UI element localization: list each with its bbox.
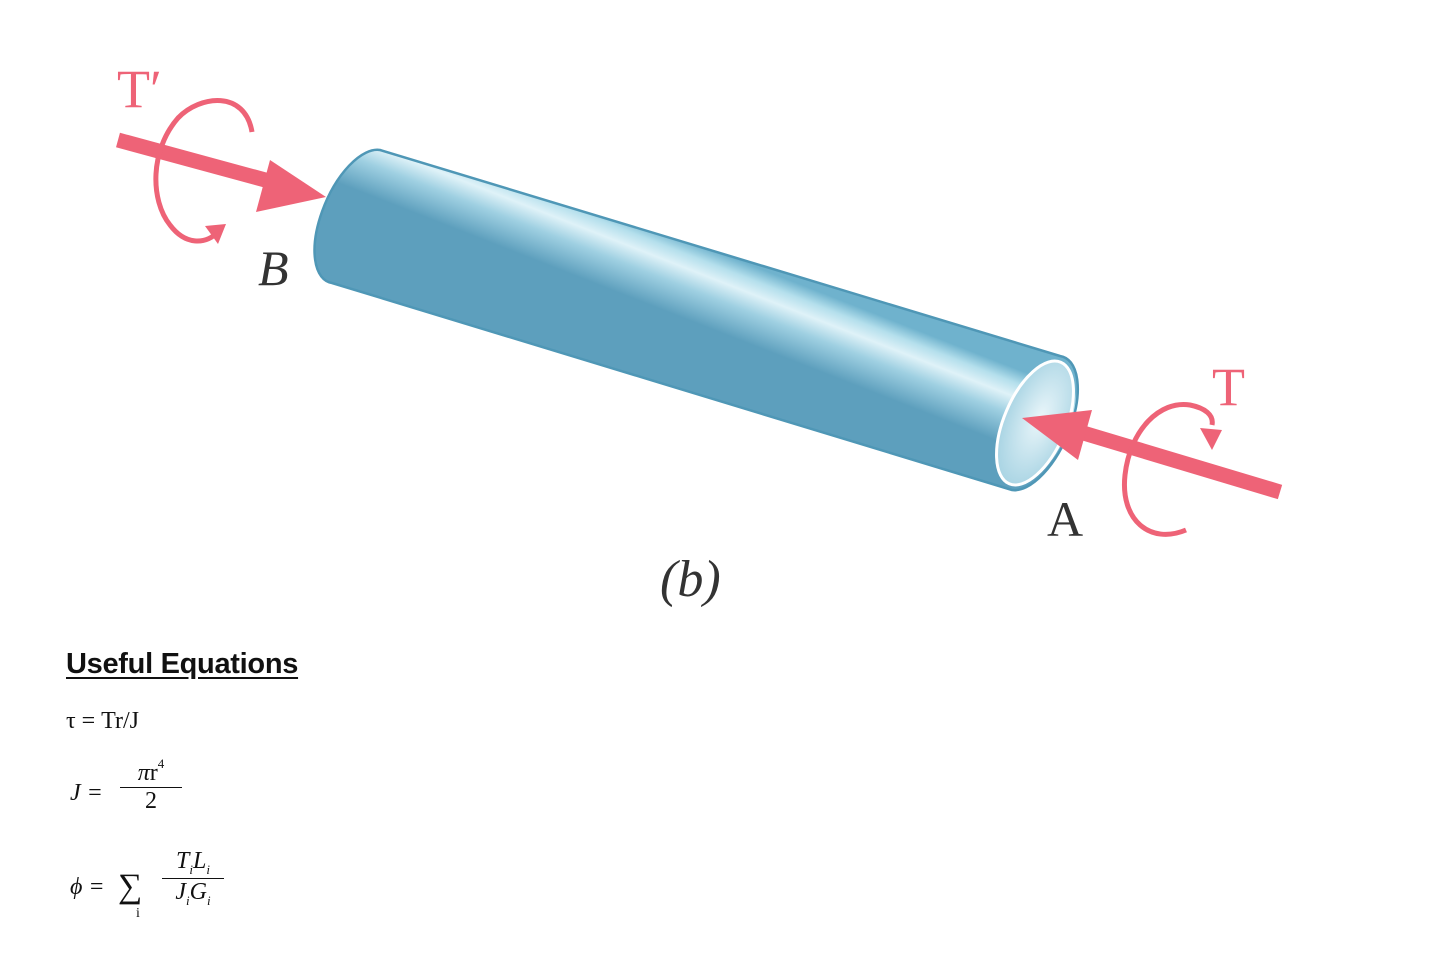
shear-modulus-symbol: G	[189, 879, 207, 905]
torque-symbol: T	[176, 848, 190, 874]
twist-fraction: TiLi JiGi	[162, 848, 224, 909]
subscript: i	[186, 893, 190, 908]
shaft-torsion-diagram: T′ T B A (b)	[116, 59, 1283, 608]
polar-moment-fraction: πr4 2	[120, 756, 182, 815]
subscript: i	[207, 893, 211, 908]
torque-label-left: T′	[117, 59, 162, 119]
summation-icon: ∑	[118, 868, 143, 905]
twist-lhs: ϕ =	[70, 874, 105, 900]
left-force-arrow	[116, 132, 326, 212]
fraction-numerator: πr4	[120, 756, 182, 787]
fraction-bar	[120, 787, 182, 788]
fraction-denominator: JiGi	[162, 879, 224, 909]
useful-equations-section: Useful Equations τ = Tr/J J = πr4 2 ϕ = …	[66, 648, 666, 948]
pi-symbol: π	[137, 760, 150, 786]
subscript: i	[206, 862, 210, 877]
end-label-b: B	[258, 240, 289, 296]
right-torque-curl-icon	[1121, 401, 1222, 537]
shaft-cylinder	[313, 148, 1079, 492]
fraction-denominator: 2	[145, 788, 157, 814]
polar-moment-symbol: J	[175, 879, 187, 905]
equations-heading: Useful Equations	[66, 648, 299, 680]
exponent: 4	[157, 756, 165, 771]
shear-stress-equation: τ = Tr/J	[66, 708, 139, 734]
radius-symbol: r	[149, 760, 158, 786]
torque-label-right: T	[1212, 357, 1245, 417]
summation-index: i	[136, 906, 140, 921]
fraction-bar	[162, 878, 224, 879]
right-force-arrow	[1022, 410, 1283, 500]
figure-caption: (b)	[660, 551, 721, 608]
left-torque-curl-icon	[153, 98, 255, 244]
length-symbol: L	[193, 848, 207, 874]
polar-moment-lhs: J =	[70, 780, 103, 806]
fraction-numerator: TiLi	[162, 848, 224, 878]
subscript: i	[189, 862, 193, 877]
end-label-a: A	[1047, 491, 1083, 547]
